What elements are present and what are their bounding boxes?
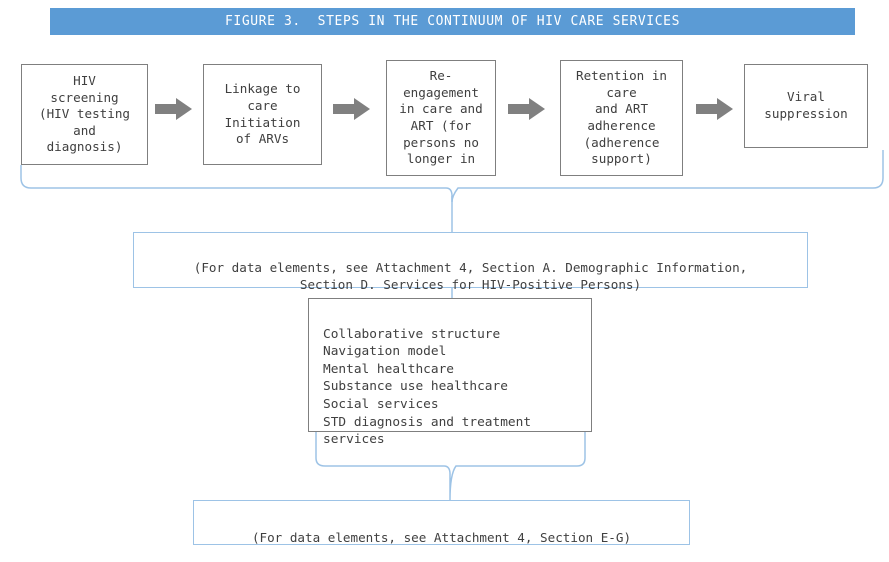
step-box-retention-in-care[interactable]: Retention in care and ART adherence (adh… [560,60,683,176]
step-box-viral-suppression[interactable]: Viral suppression [744,64,868,148]
arrow-right-icon [508,98,545,120]
arrow-right-icon [155,98,192,120]
services-list-text: Collaborative structure Navigation model… [323,326,532,448]
step-label: Re- engagement in care and ART (for pers… [399,68,483,167]
step-label: Linkage to care Initiation of ARVs [224,81,301,147]
note-box-bottom: (For data elements, see Attachment 4, Se… [193,500,690,545]
step-box-linkage-to-care[interactable]: Linkage to care Initiation of ARVs [203,64,322,165]
note-top-text: (For data elements, see Attachment 4, Se… [193,260,748,292]
step-label: HIV screening (HIV testing and diagnosis… [39,73,130,155]
step-box-hiv-screening[interactable]: HIV screening (HIV testing and diagnosis… [21,64,148,165]
note-box-top: (For data elements, see Attachment 4, Se… [133,232,808,292]
step-label: Retention in care and ART adherence (adh… [576,68,667,167]
arrow-right-icon [696,98,733,120]
note-bottom-text: (For data elements, see Attachment 4, Se… [251,530,632,545]
step-label: Viral suppression [764,89,848,121]
services-list-box: Collaborative structure Navigation model… [308,298,592,447]
step-box-re-engagement[interactable]: Re- engagement in care and ART (for pers… [386,60,496,176]
arrow-right-icon [333,98,370,120]
page-title: FIGURE 3. STEPS IN THE CONTINUUM OF HIV … [224,14,681,29]
figure-title-bar: FIGURE 3. STEPS IN THE CONTINUUM OF HIV … [50,8,855,35]
